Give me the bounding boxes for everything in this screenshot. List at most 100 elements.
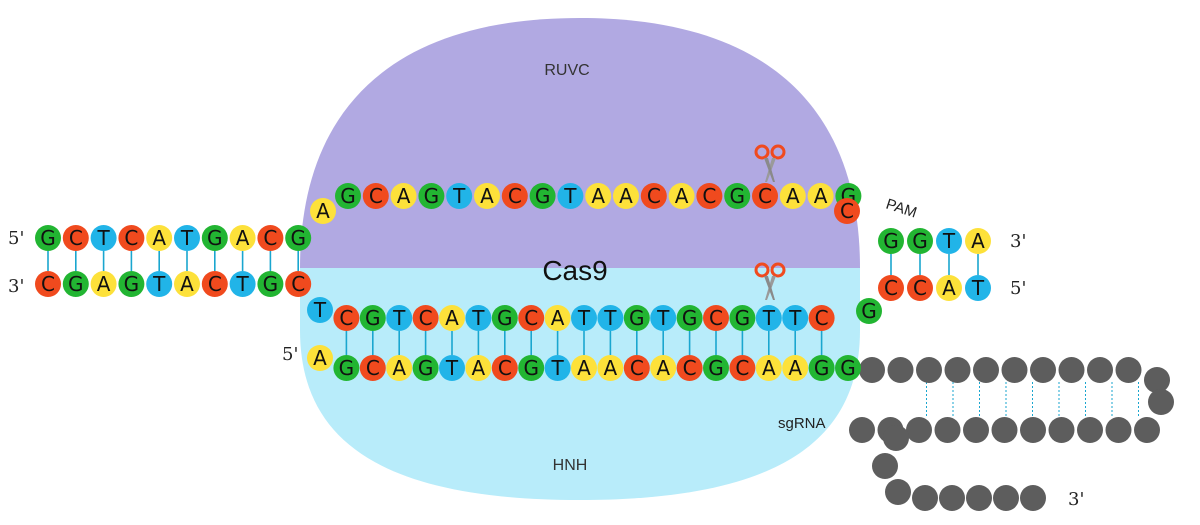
nucleotide-T: T bbox=[755, 305, 782, 331]
nucleotide-T: T bbox=[597, 305, 624, 331]
nucleotide-C: C bbox=[257, 225, 284, 251]
svg-text:G: G bbox=[340, 184, 356, 208]
svg-text:C: C bbox=[815, 306, 829, 330]
nucleotide-G: G bbox=[808, 355, 835, 381]
sgrna-tail-nucleotide bbox=[1105, 417, 1132, 443]
svg-text:A: A bbox=[551, 306, 565, 330]
sgrna-tail-nucleotide bbox=[1144, 367, 1170, 393]
nucleotide-G: G bbox=[412, 355, 439, 381]
svg-text:A: A bbox=[788, 356, 802, 380]
svg-text:A: A bbox=[480, 184, 494, 208]
svg-text:T: T bbox=[656, 306, 670, 330]
sgrna-tail-nucleotide bbox=[944, 357, 971, 383]
svg-text:G: G bbox=[814, 356, 830, 380]
nucleotide-A: A bbox=[779, 183, 806, 209]
nucleotide-C: C bbox=[412, 305, 439, 331]
svg-text:G: G bbox=[861, 299, 877, 323]
nucleotide-A: A bbox=[307, 345, 333, 371]
svg-text:A: A bbox=[97, 272, 111, 296]
nucleotide-G: G bbox=[201, 225, 228, 251]
svg-text:A: A bbox=[656, 356, 670, 380]
svg-text:C: C bbox=[291, 272, 305, 296]
svg-text:T: T bbox=[577, 306, 591, 330]
nucleotide-T: T bbox=[446, 183, 473, 209]
nucleotide-C: C bbox=[623, 355, 650, 381]
svg-text:C: C bbox=[369, 184, 383, 208]
svg-text:A: A bbox=[971, 229, 985, 253]
nucleotide-A: A bbox=[585, 183, 612, 209]
svg-text:T: T bbox=[471, 306, 485, 330]
svg-text:T: T bbox=[313, 298, 327, 322]
sgrna-tail-nucleotide bbox=[934, 417, 961, 443]
svg-text:C: C bbox=[524, 306, 538, 330]
nucleotide-G: G bbox=[529, 183, 556, 209]
nucleotide-A: A bbox=[390, 183, 417, 209]
nucleotide-C: C bbox=[35, 271, 61, 297]
svg-text:G: G bbox=[735, 306, 751, 330]
svg-text:C: C bbox=[913, 276, 927, 300]
nucleotide-G: G bbox=[333, 355, 360, 381]
sgrna-tail-nucleotide bbox=[1134, 417, 1160, 443]
svg-text:T: T bbox=[762, 306, 776, 330]
sgrna-tail-nucleotide bbox=[1087, 357, 1113, 383]
nucleotide-T: T bbox=[439, 355, 465, 381]
svg-text:A: A bbox=[392, 356, 406, 380]
nucleotide-A: A bbox=[229, 225, 256, 251]
nucleotide-A: A bbox=[965, 228, 991, 254]
svg-text:A: A bbox=[472, 356, 486, 380]
svg-text:C: C bbox=[630, 356, 644, 380]
svg-text:A: A bbox=[591, 184, 605, 208]
nucleotide-G: G bbox=[335, 183, 361, 209]
scissors-icon bbox=[754, 262, 786, 300]
base-pair-bonds bbox=[47, 251, 979, 355]
nucleotide-A: A bbox=[474, 183, 500, 209]
three-prime-top-right: 3' bbox=[1010, 231, 1026, 252]
nucleotide-A: A bbox=[613, 183, 639, 209]
nucleotide-C: C bbox=[201, 271, 228, 297]
svg-text:C: C bbox=[508, 184, 522, 208]
svg-text:G: G bbox=[339, 356, 355, 380]
nucleotide-G: G bbox=[491, 305, 518, 331]
svg-text:A: A bbox=[762, 356, 776, 380]
five-prime-top-left: 5' bbox=[8, 228, 24, 249]
scissors-icon bbox=[754, 144, 786, 182]
sgrna-tail-nucleotide bbox=[849, 417, 875, 443]
sgrna-tail-nucleotide bbox=[1001, 357, 1028, 383]
svg-text:G: G bbox=[523, 356, 539, 380]
nucleotide-G: G bbox=[676, 305, 703, 331]
svg-text:C: C bbox=[647, 184, 661, 208]
sgrna-tail-nucleotide bbox=[963, 417, 989, 443]
sgrna-tail-nucleotide bbox=[991, 417, 1018, 443]
svg-text:T: T bbox=[96, 226, 110, 250]
svg-text:A: A bbox=[675, 184, 689, 208]
nucleotide-T: T bbox=[465, 305, 492, 331]
nucleotide-A: A bbox=[90, 271, 117, 297]
nucleotide-A: A bbox=[571, 355, 597, 381]
svg-text:A: A bbox=[619, 184, 633, 208]
nucleotide-G: G bbox=[62, 271, 89, 297]
svg-text:C: C bbox=[124, 226, 138, 250]
nucleotide-C: C bbox=[359, 355, 386, 381]
svg-text:G: G bbox=[290, 226, 306, 250]
sgrna-tail-nucleotide bbox=[966, 485, 992, 511]
svg-text:G: G bbox=[124, 272, 140, 296]
nucleotide-C: C bbox=[118, 225, 145, 251]
nucleotide-A: A bbox=[782, 355, 809, 381]
svg-text:G: G bbox=[840, 356, 856, 380]
svg-text:G: G bbox=[68, 272, 84, 296]
nucleotide-C: C bbox=[491, 355, 518, 381]
nucleotide-C: C bbox=[703, 305, 729, 331]
sgrna-tail-nucleotide bbox=[859, 357, 885, 383]
three-prime-sgrna: 3' bbox=[1068, 489, 1084, 510]
five-prime-sgrna: 5' bbox=[282, 344, 298, 365]
nucleotide-T: T bbox=[544, 355, 571, 381]
ruvc-lobe bbox=[300, 18, 860, 268]
nucleotide-A: A bbox=[386, 355, 413, 381]
nucleotide-G: G bbox=[359, 305, 386, 331]
svg-text:A: A bbox=[445, 306, 459, 330]
svg-text:T: T bbox=[392, 306, 406, 330]
nucleotide-A: A bbox=[439, 305, 465, 331]
svg-text:C: C bbox=[69, 226, 83, 250]
svg-text:T: T bbox=[550, 356, 564, 380]
nucleotide-G: G bbox=[835, 355, 861, 381]
